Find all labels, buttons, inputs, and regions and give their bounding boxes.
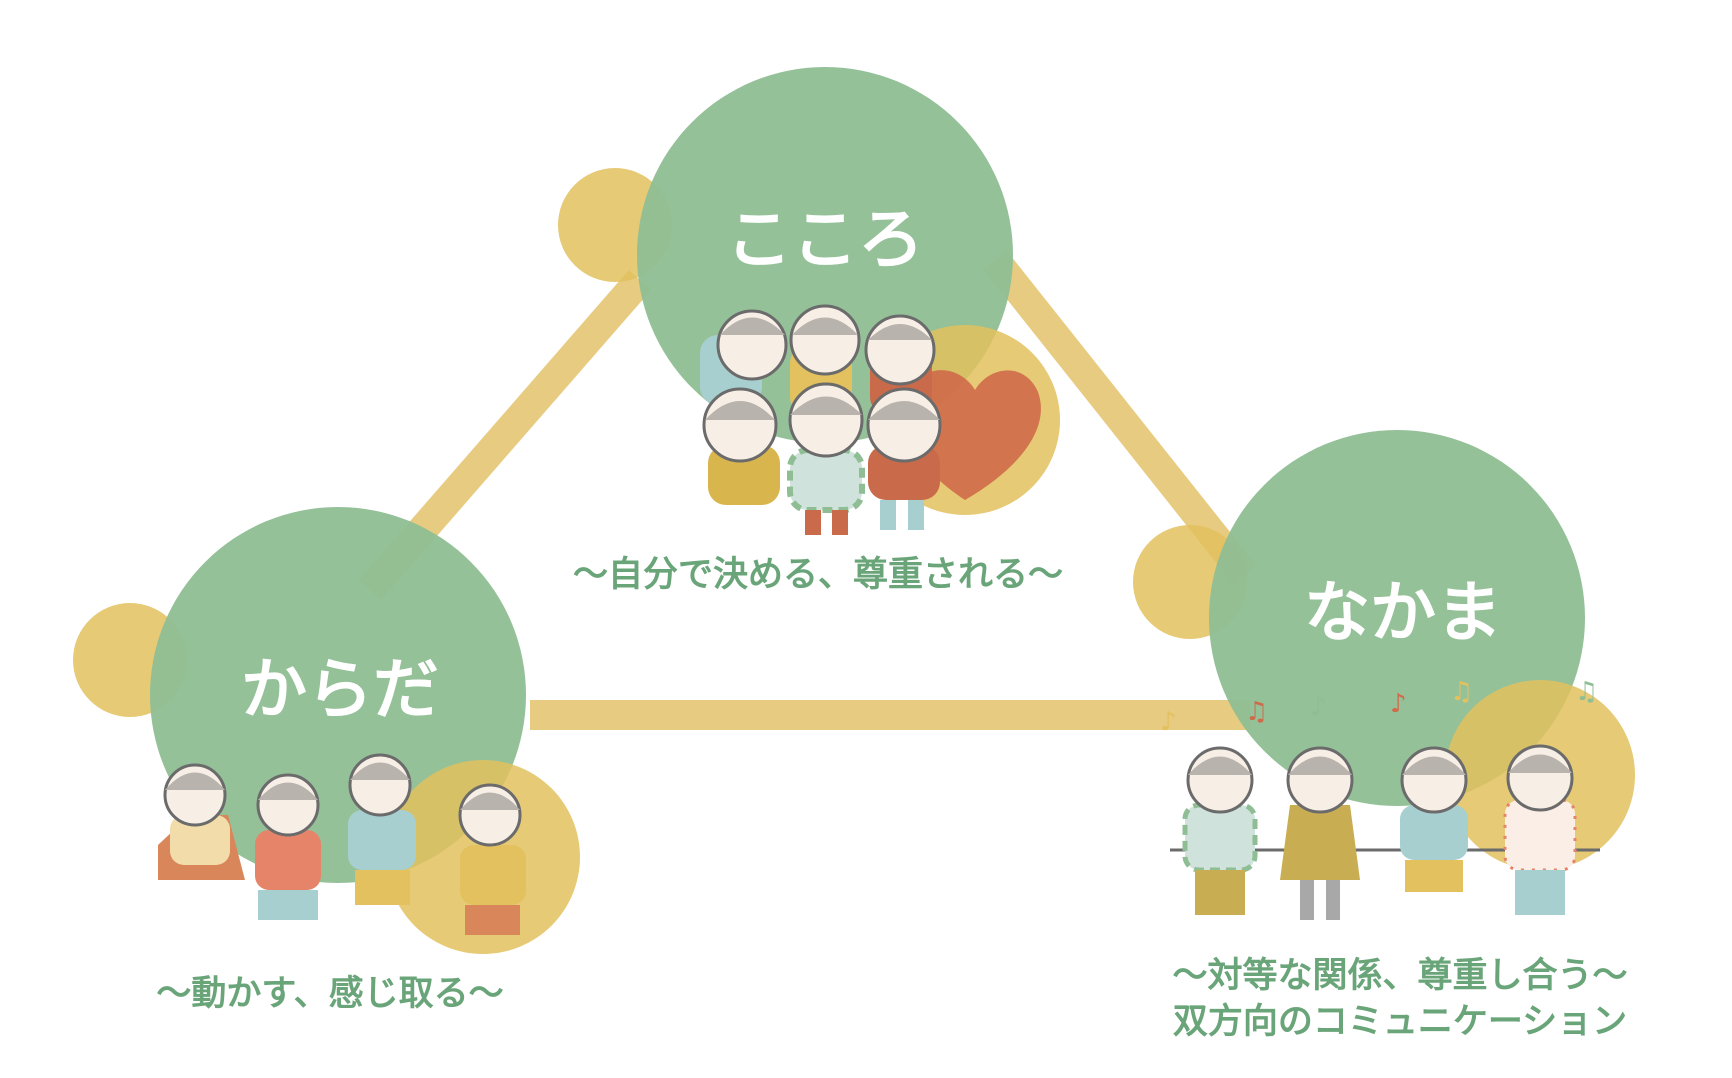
child-figure (866, 387, 942, 530)
node-kokoro: こころ 〜自分で決める、尊重される〜 (558, 67, 1063, 595)
svg-text:♪: ♪ (1390, 689, 1407, 719)
svg-text:♫: ♫ (1575, 677, 1598, 707)
child-figure (255, 773, 321, 920)
children-holding-hands-illustration (1170, 744, 1600, 920)
node-karada: からだ 〜動かす、感じ取る〜 (73, 507, 580, 1014)
child-figure (787, 382, 865, 535)
svg-text:♪: ♪ (1160, 707, 1177, 737)
svg-text:♪: ♪ (1310, 692, 1327, 722)
children-group-illustration (700, 304, 942, 535)
node-caption-nakama-line1: 〜対等な関係、尊重し合う〜 (1172, 956, 1627, 996)
node-title-kokoro: こころ (726, 201, 924, 278)
node-caption-kokoro: 〜自分で決める、尊重される〜 (573, 555, 1063, 595)
children-jumping-illustration (158, 753, 526, 935)
child-figure (702, 387, 780, 505)
child-figure (700, 309, 788, 405)
triangle-edge-right (983, 250, 1257, 585)
child-figure (1280, 746, 1360, 920)
child-figure (158, 763, 245, 880)
child-figure (1182, 746, 1258, 915)
svg-text:♫: ♫ (1450, 677, 1473, 707)
child-figure (1400, 746, 1468, 892)
child-figure (458, 783, 526, 935)
svg-text:♫: ♫ (1245, 697, 1268, 727)
music-notes-icon: ♪ ♫ ♪ ♪ ♫ ♫ (1160, 677, 1598, 737)
child-figure (1503, 744, 1577, 915)
node-title-karada: からだ (241, 651, 439, 728)
node-caption-nakama-line2: 双方向のコミュニケーション (1173, 1002, 1627, 1042)
node-title-nakama: なかま (1304, 574, 1502, 651)
child-figure (348, 753, 416, 905)
node-caption-karada: 〜動かす、感じ取る〜 (156, 974, 503, 1014)
node-nakama: ♪ ♫ ♪ ♪ ♫ ♫ (1133, 430, 1635, 1042)
